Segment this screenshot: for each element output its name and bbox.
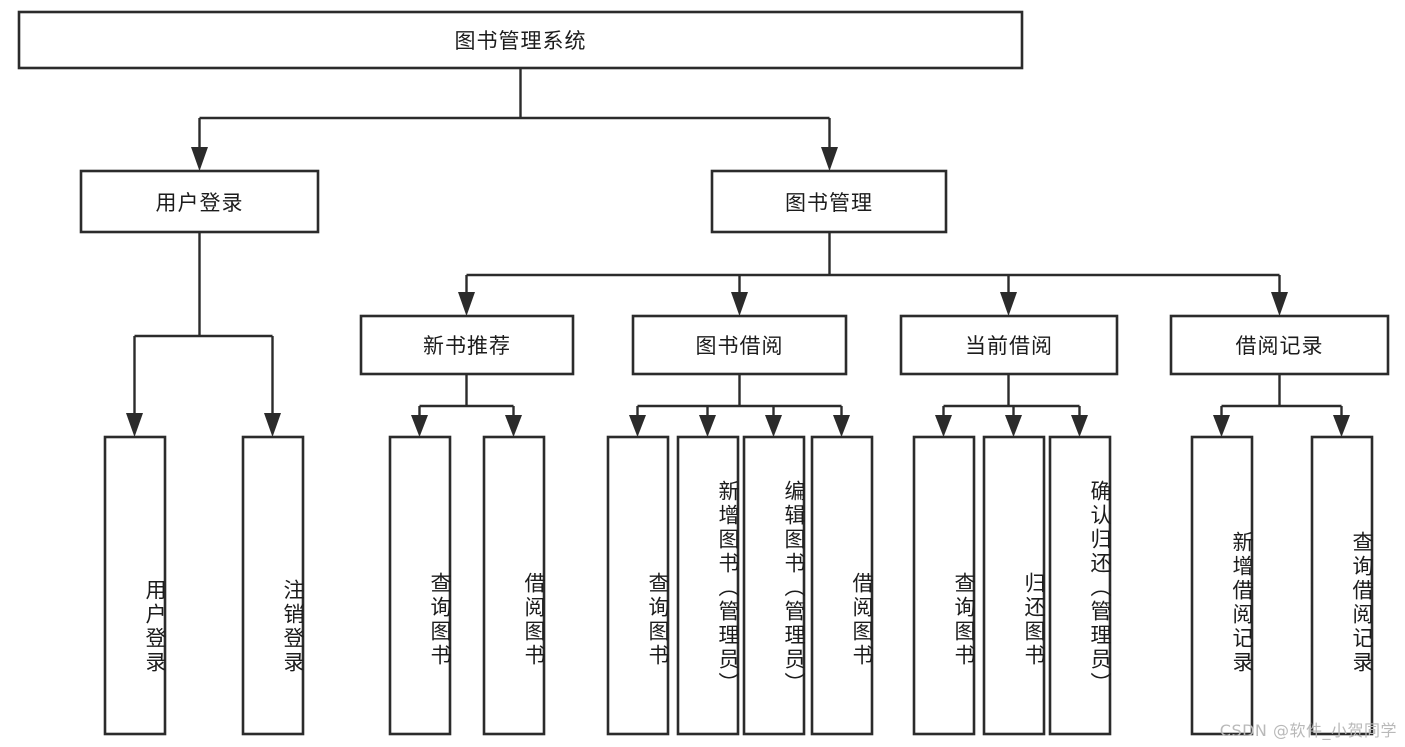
node-new-book-box[interactable] <box>359 314 575 376</box>
node-root-box[interactable] <box>17 10 1024 70</box>
arrow-head-user-leaf-1 <box>126 413 143 437</box>
leaf-box-book-borrow-3[interactable] <box>742 435 806 736</box>
node-borrow-records-box[interactable] <box>1169 314 1390 376</box>
leaf-box-current-borrow-2[interactable] <box>982 435 1046 736</box>
arrow-head-level2-3 <box>1000 292 1017 316</box>
arrow-head-level1-user <box>191 147 208 171</box>
arrow-head-newbook-leaf-2 <box>505 415 522 437</box>
arrow-head-borrow-leaf-2 <box>699 415 716 437</box>
leaf-box-new-book-1[interactable] <box>388 435 452 736</box>
node-user-login-box[interactable] <box>79 169 320 234</box>
arrow-head-current-leaf-2 <box>1005 415 1022 437</box>
arrow-head-records-leaf-2 <box>1333 415 1350 437</box>
arrow-head-records-leaf-1 <box>1213 415 1230 437</box>
arrow-head-borrow-leaf-1 <box>629 415 646 437</box>
leaf-box-book-borrow-4[interactable] <box>810 435 874 736</box>
leaf-box-new-book-2[interactable] <box>482 435 546 736</box>
arrow-head-level2-2 <box>731 292 748 316</box>
node-current-borrow-box[interactable] <box>899 314 1119 376</box>
arrow-head-current-leaf-1 <box>935 415 952 437</box>
leaf-box-current-borrow-1[interactable] <box>912 435 976 736</box>
arrow-head-borrow-leaf-4 <box>833 415 850 437</box>
arrow-head-level2-1 <box>458 292 475 316</box>
leaf-box-current-borrow-3[interactable] <box>1048 435 1112 736</box>
leaf-box-borrow-records-2[interactable] <box>1310 435 1374 736</box>
arrow-head-level2-4 <box>1271 292 1288 316</box>
arrow-head-level1-book <box>821 147 838 171</box>
arrow-head-user-leaf-2 <box>264 413 281 437</box>
node-book-borrow-box[interactable] <box>631 314 848 376</box>
leaf-box-user-login-2[interactable] <box>241 435 305 736</box>
leaf-box-user-login-1[interactable] <box>103 435 167 736</box>
leaf-box-book-borrow-1[interactable] <box>606 435 670 736</box>
leaf-box-book-borrow-2[interactable] <box>676 435 740 736</box>
arrow-head-borrow-leaf-3 <box>765 415 782 437</box>
arrow-head-current-leaf-3 <box>1071 415 1088 437</box>
node-book-manage-box[interactable] <box>710 169 948 234</box>
leaf-box-borrow-records-1[interactable] <box>1190 435 1254 736</box>
arrow-head-newbook-leaf-1 <box>411 415 428 437</box>
